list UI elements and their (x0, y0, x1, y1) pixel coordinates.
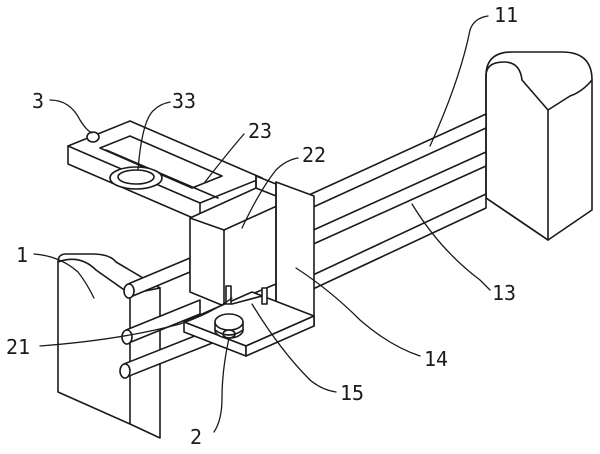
guide-rods-right (293, 113, 487, 297)
bottom-plate (183, 285, 315, 357)
reference-numerals: 11 3 33 23 22 1 13 21 14 15 2 (6, 3, 518, 449)
label-2: 2 (190, 425, 202, 449)
leader-lines (33, 15, 491, 433)
label-3: 3 (32, 89, 44, 113)
label-22: 22 (302, 143, 326, 167)
label-14: 14 (424, 347, 448, 371)
label-15: 15 (340, 381, 364, 405)
central-housing (189, 175, 315, 327)
left-mounting-block (57, 253, 161, 439)
label-33: 33 (172, 89, 196, 113)
label-13: 13 (492, 281, 516, 305)
label-21: 21 (6, 335, 30, 359)
label-23: 23 (248, 119, 272, 143)
label-11: 11 (494, 3, 518, 27)
guide-rods-left (119, 257, 221, 379)
label-1: 1 (16, 243, 28, 267)
right-mounting-block (485, 51, 593, 241)
